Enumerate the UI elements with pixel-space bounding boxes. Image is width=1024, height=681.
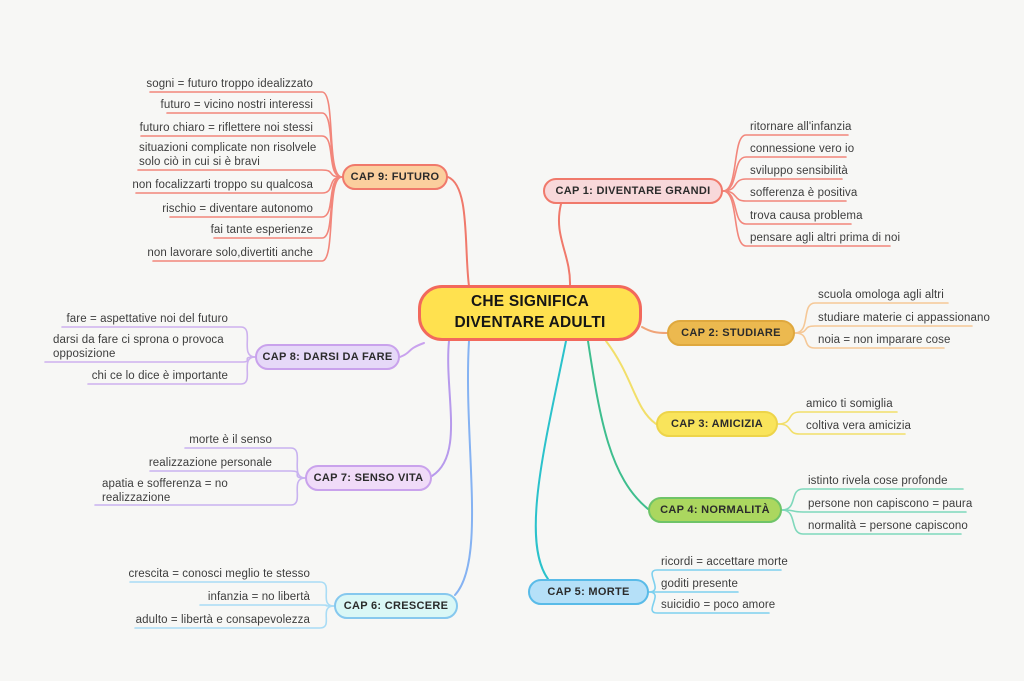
- leaf-line-cap8-2: [87, 356, 256, 385]
- branch-line-cap5: [534, 340, 567, 580]
- branch-line-cap4: [587, 340, 649, 510]
- leaf-cap9-5[interactable]: rischio = diventare autonomo: [162, 203, 313, 215]
- leaf-cap6-1[interactable]: infanzia = no libertà: [207, 591, 310, 603]
- leaf-cap3-0[interactable]: amico ti somiglia: [806, 398, 893, 410]
- leaf-line-cap8-0: [61, 326, 256, 358]
- branch-node-cap2[interactable]: CAP 2: STUDIARE: [667, 320, 795, 346]
- leaf-cap4-0[interactable]: istinto rivela cose profonde: [808, 475, 948, 487]
- leaf-line-cap5-2: [648, 591, 770, 614]
- central-topic[interactable]: CHE SIGNIFICA DIVENTARE ADULTI: [418, 285, 642, 341]
- leaf-cap5-1[interactable]: goditi presente: [661, 578, 738, 590]
- leaf-cap2-0[interactable]: scuola omologa agli altri: [818, 289, 944, 301]
- branch-line-cap3: [605, 340, 657, 425]
- leaf-cap6-2[interactable]: adulto = libertà e consapevolezza: [135, 614, 310, 626]
- leaf-line-cap9-2: [140, 135, 343, 178]
- branch-node-cap9[interactable]: CAP 9: FUTURO: [342, 164, 448, 190]
- leaf-cap5-0[interactable]: ricordi = accettare morte: [661, 556, 788, 568]
- leaf-cap1-4[interactable]: trova causa problema: [750, 210, 863, 222]
- leaf-cap9-0[interactable]: sogni = futuro troppo idealizzato: [146, 78, 313, 90]
- leaf-line-cap1-0: [722, 134, 849, 192]
- leaf-cap9-6[interactable]: fai tante esperienze: [210, 224, 313, 236]
- leaf-line-cap6-0: [129, 581, 335, 607]
- leaf-cap2-2[interactable]: noia = non imparare cose: [818, 334, 951, 346]
- branch-line-cap2: [641, 326, 668, 334]
- leaf-line-cap6-1: [199, 604, 335, 607]
- leaf-cap6-0[interactable]: crescita = conosci meglio te stesso: [128, 568, 310, 580]
- leaf-cap2-1[interactable]: studiare materie ci appassionano: [818, 312, 990, 324]
- leaf-line-cap2-1: [794, 325, 973, 334]
- leaf-cap8-2[interactable]: chi ce lo dice è importante: [91, 370, 228, 382]
- branch-line-cap6: [454, 340, 474, 596]
- leaf-line-cap4-0: [781, 488, 964, 511]
- leaf-cap8-0[interactable]: fare = aspettative noi del futuro: [66, 313, 228, 325]
- leaf-cap1-2[interactable]: sviluppo sensibilità: [750, 165, 848, 177]
- leaf-line-cap6-2: [134, 605, 335, 629]
- leaf-cap8-1[interactable]: darsi da fare ci sprona o provoca opposi…: [53, 334, 224, 360]
- branch-line-cap9: [447, 176, 470, 287]
- leaf-cap3-1[interactable]: coltiva vera amicizia: [806, 420, 911, 432]
- leaf-cap1-5[interactable]: pensare agli altri prima di noi: [750, 232, 901, 244]
- leaf-line-cap1-5: [722, 190, 891, 247]
- leaf-line-cap2-2: [794, 332, 945, 349]
- leaf-line-cap3-1: [777, 423, 906, 435]
- branch-line-cap1: [557, 203, 572, 287]
- leaf-cap1-3[interactable]: sofferenza è positiva: [750, 187, 858, 199]
- leaf-cap9-4[interactable]: non focalizzarti troppo su qualcosa: [132, 179, 313, 191]
- leaf-cap9-7[interactable]: non lavorare solo,divertiti anche: [147, 247, 313, 259]
- leaf-cap5-2[interactable]: suicidio = poco amore: [661, 599, 776, 611]
- branch-node-cap7[interactable]: CAP 7: SENSO VITA: [305, 465, 432, 491]
- leaf-line-cap9-1: [166, 112, 343, 178]
- leaf-cap1-1[interactable]: connessione vero io: [750, 143, 855, 155]
- leaf-line-cap9-7: [152, 176, 343, 262]
- branch-line-cap8: [399, 342, 425, 358]
- leaf-cap7-0[interactable]: morte è il senso: [189, 434, 272, 446]
- branch-node-cap8[interactable]: CAP 8: DARSI DA FARE: [255, 344, 400, 370]
- branch-line-cap7: [431, 340, 453, 477]
- leaf-line-cap9-3: [137, 169, 343, 178]
- leaf-line-cap7-1: [149, 470, 306, 479]
- branch-node-cap6[interactable]: CAP 6: CRESCERE: [334, 593, 458, 619]
- leaf-cap4-2[interactable]: normalità = persone capiscono: [808, 520, 968, 532]
- leaf-cap1-0[interactable]: ritornare all'infanzia: [750, 121, 852, 133]
- leaf-cap7-2[interactable]: apatia e sofferenza = no realizzazione: [102, 478, 228, 504]
- leaf-line-cap7-0: [184, 447, 306, 479]
- branch-node-cap1[interactable]: CAP 1: DIVENTARE GRANDI: [543, 178, 723, 204]
- branch-node-cap5[interactable]: CAP 5: MORTE: [528, 579, 649, 605]
- leaf-cap7-1[interactable]: realizzazione personale: [148, 457, 272, 469]
- branch-node-cap3[interactable]: CAP 3: AMICIZIA: [656, 411, 778, 437]
- leaf-cap9-1[interactable]: futuro = vicino nostri interessi: [160, 99, 313, 111]
- leaf-line-cap7-2: [94, 477, 306, 506]
- leaf-cap4-1[interactable]: persone non capiscono = paura: [808, 498, 973, 510]
- leaf-cap9-2[interactable]: futuro chiaro = riflettere noi stessi: [139, 122, 313, 134]
- leaf-cap9-3[interactable]: situazioni complicate non risolvele solo…: [139, 142, 317, 168]
- leaf-line-cap4-2: [781, 509, 962, 535]
- branch-node-cap4[interactable]: CAP 4: NORMALITÀ: [648, 497, 782, 523]
- leaf-line-cap2-0: [794, 302, 949, 334]
